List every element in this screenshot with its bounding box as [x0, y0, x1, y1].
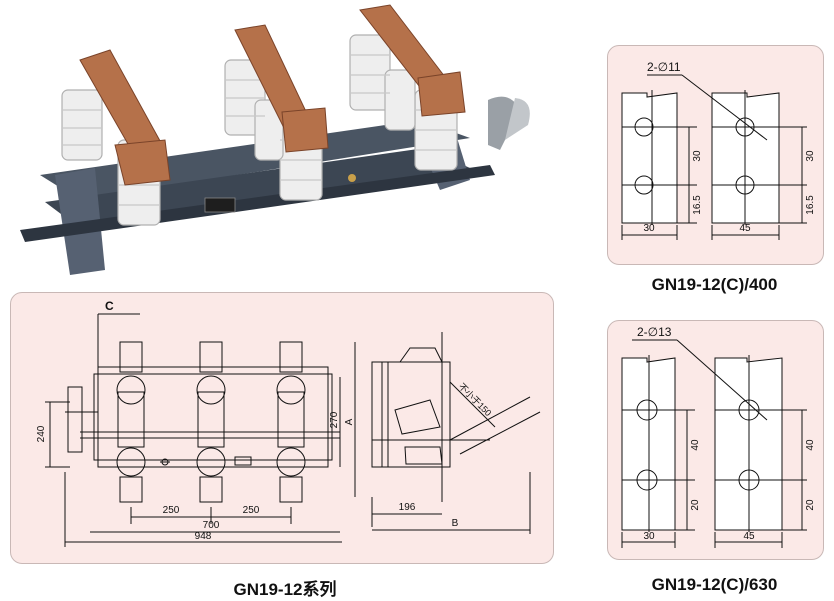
pole-2	[196, 341, 226, 503]
caption-630: GN19-12(C)/630	[651, 575, 778, 594]
caption-400: GN19-12(C)/400	[651, 275, 778, 294]
dim-width-right-630: 45	[743, 531, 755, 542]
dim-20-right-630: 20	[805, 499, 816, 511]
dim-width-right-400: 45	[739, 223, 751, 234]
terminal-bolt-icon	[348, 174, 356, 182]
nameplate-icon	[204, 197, 236, 213]
dim-16-5-left-400: 16.5	[692, 195, 703, 215]
pole-1	[116, 341, 146, 503]
dim-240: 240	[36, 425, 47, 442]
dim-b: B	[452, 518, 459, 529]
product-photo	[20, 4, 530, 275]
detail-drawing-400: 2-∅11 30 30 16.5 16.5 30 45	[621, 60, 816, 240]
note-clearance: 不小于150	[457, 381, 494, 418]
copper-contacts	[79, 4, 466, 186]
dim-196: 196	[399, 502, 416, 513]
dim-30-vertical-400: 30	[692, 150, 703, 162]
dim-700: 700	[203, 520, 220, 531]
caption-main: GN19-12系列	[233, 580, 337, 599]
dim-40-right-630: 40	[805, 439, 816, 451]
dim-16-5-right-400: 16.5	[805, 195, 816, 215]
dim-a: A	[344, 418, 355, 425]
dim-40-left-630: 40	[690, 439, 701, 451]
dim-250-left: 250	[163, 505, 180, 516]
pole-3	[276, 341, 306, 503]
dim-30-vertical-right-400: 30	[805, 150, 816, 162]
dim-20-left-630: 20	[690, 499, 701, 511]
dim-250-right: 250	[243, 505, 260, 516]
main-drawing: C 240 270 A 250 250 700 948 196 B 不小于150	[36, 299, 541, 547]
detail-drawing-630: 2-∅13 40 40 20 20 30 45	[621, 325, 816, 548]
label-c: C	[105, 299, 114, 313]
dim-948: 948	[195, 531, 212, 542]
dim-270: 270	[329, 411, 340, 428]
hole-label-630: 2-∅13	[637, 325, 672, 339]
hole-label-400: 2-∅11	[647, 60, 681, 74]
main-drawing-panel	[10, 292, 554, 564]
dim-width-left-400: 30	[643, 223, 655, 234]
dim-width-left-630: 30	[643, 531, 655, 542]
